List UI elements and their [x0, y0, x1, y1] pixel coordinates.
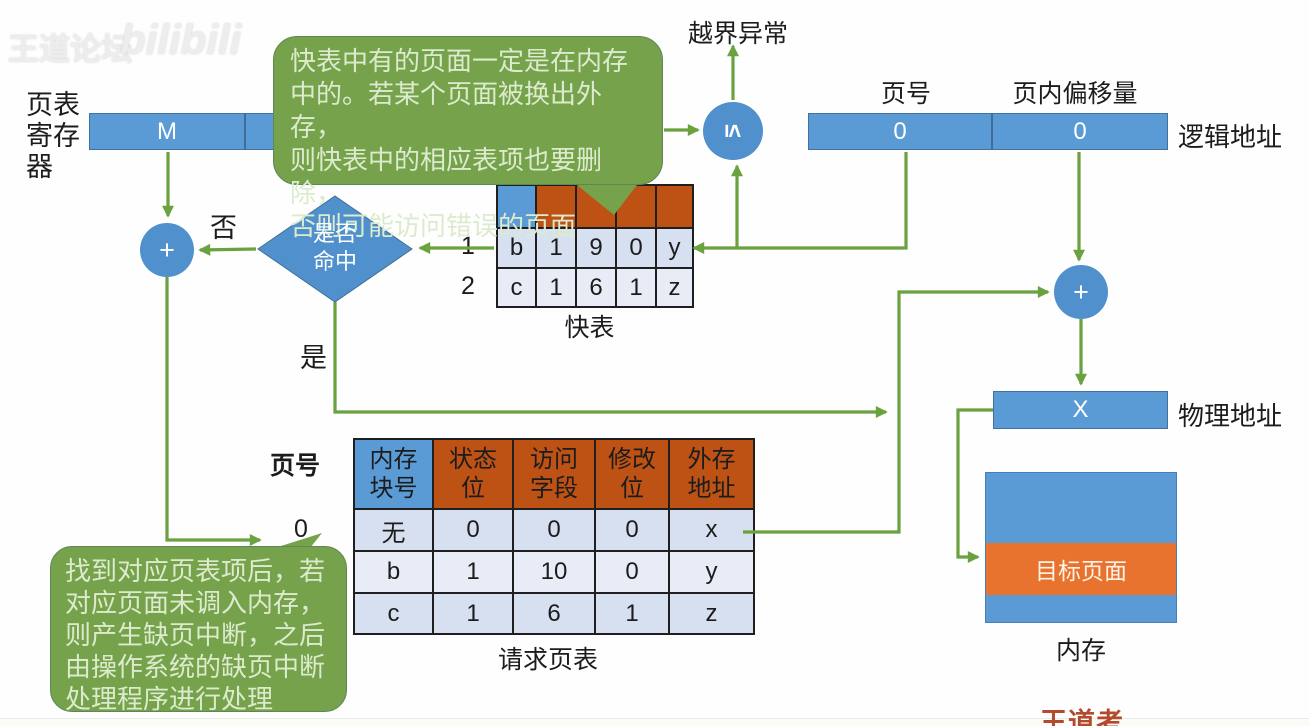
tlb-hit-diamond-label: 是否 命中 [312, 221, 357, 274]
tlb-header-cell [575, 184, 617, 229]
request-page-table: 内存 块号 状态 位 访问 字段 修改 位 外存 地址 无 0 0 0 x b … [353, 438, 755, 635]
branch-yes-label: 是 [300, 343, 327, 373]
logical-address-bar: 0 0 [808, 113, 1168, 150]
page-table-header-cell: 访问 字段 [512, 438, 596, 510]
tlb-cell: c [496, 267, 537, 308]
page-table-cell: 无 [353, 508, 434, 552]
physical-address-bar: X [993, 391, 1168, 429]
tlb-caption: 快表 [564, 314, 615, 342]
tlb-cell: 1 [535, 267, 577, 308]
tlb-header-cell [615, 184, 657, 229]
register-m-cell: M [157, 117, 177, 145]
tlb-cell: 9 [575, 227, 617, 269]
page-table-row: c 1 6 1 z [353, 592, 755, 635]
tlb-row-label-2: 2 [461, 272, 475, 300]
page-table-cell: 0 [512, 508, 596, 552]
physical-address-label: 物理地址 [1178, 401, 1283, 431]
logical-offset-cell: 0 [991, 114, 1167, 149]
branch-no-label: 否 [210, 213, 237, 243]
adder-right-node: + [1054, 265, 1108, 319]
page-table-cell: y [668, 550, 755, 594]
cskaoyan-watermark: 王道考研/CSKAOYAN.COM [1040, 708, 1124, 726]
page-table-row: b 1 10 0 y [353, 550, 755, 594]
page-table-cell: x [668, 508, 755, 552]
tlb-cell: 1 [535, 227, 577, 269]
physical-frame-cell: X [1072, 396, 1089, 423]
request-page-table-caption: 请求页表 [497, 646, 598, 674]
page-fault-note-bubble: 找到对应页表项后，若 对应页面未调入内存， 则产生缺页中断，之后 由操作系统的缺… [50, 546, 347, 714]
tlb-row: c 1 6 1 z [496, 267, 694, 308]
page-table-cell: 1 [432, 592, 514, 635]
tlb-header-cell [496, 184, 537, 229]
comparator-node: ≤ [703, 102, 763, 160]
register-empty-cell [244, 114, 309, 149]
target-page-block: 目标页面 [986, 543, 1176, 595]
tlb-cell: z [655, 267, 694, 308]
page-table-row0-label: 0 [294, 515, 308, 543]
memory-block-top [986, 473, 1176, 543]
page-table-cell: 6 [512, 592, 596, 635]
tlb-cell: 6 [575, 267, 617, 308]
page-table-header-cell: 修改 位 [594, 438, 670, 510]
tlb-cell: y [655, 227, 694, 269]
memory-block-bottom [986, 595, 1176, 622]
page-table-cell: 10 [512, 550, 596, 594]
page-offset-label: 页内偏移量 [1012, 80, 1138, 108]
page-table-cell: 0 [594, 550, 670, 594]
connector-adder-to-pagetable-row0 [165, 277, 262, 546]
connector-pageno-to-tlb [692, 152, 908, 254]
tlb-row: b 1 9 0 y [496, 227, 694, 269]
page-table-cell: 0 [594, 508, 670, 552]
memory-box: 目标页面 [985, 472, 1177, 623]
page-table-cell: b [353, 550, 434, 594]
page-table-cell: 1 [432, 550, 514, 594]
tlb-cell: 1 [615, 267, 657, 308]
page-table-header-cell: 内存 块号 [353, 438, 434, 510]
bilibili-logo: bilibili [120, 16, 242, 63]
connector-diamond-no-to-adder [198, 243, 257, 256]
page-table-register-label: 页表 寄存 器 [26, 90, 80, 182]
page-table-row: 无 0 0 0 x [353, 508, 755, 552]
page-number-label: 页号 [880, 80, 931, 108]
tlb-table: b 1 9 0 y c 1 6 1 z [496, 184, 694, 308]
tlb-row-label-1: 1 [461, 232, 475, 260]
page-table-cell: 1 [594, 592, 670, 635]
page-table-cell: z [668, 592, 755, 635]
page-table-pageno-label: 页号 [270, 452, 321, 480]
tlb-cell: b [496, 227, 537, 269]
memory-caption: 内存 [1055, 637, 1106, 665]
logical-address-label: 逻辑地址 [1178, 122, 1283, 152]
page-table-header-row: 内存 块号 状态 位 访问 字段 修改 位 外存 地址 [353, 438, 755, 510]
tlb-header-cell [655, 184, 694, 229]
slide-bottom-strip [0, 718, 1309, 726]
out-of-bounds-exception-label: 越界异常 [687, 20, 788, 48]
logical-page-cell: 0 [893, 117, 907, 145]
tlb-cell: 0 [615, 227, 657, 269]
adder-left-node: + [140, 223, 194, 277]
page-table-cell: c [353, 592, 434, 635]
page-table-header-cell: 外存 地址 [668, 438, 755, 510]
page-table-cell: 0 [432, 508, 514, 552]
site-watermark: 王道论坛 [8, 32, 132, 67]
page-table-header-cell: 状态 位 [432, 438, 514, 510]
less-equal-icon: ≤ [719, 124, 747, 138]
tlb-note-bubble: 快表中有的页面一定是在内存 中的。若某个页面被换出外存， 则快表中的相应表项也要… [273, 36, 663, 241]
